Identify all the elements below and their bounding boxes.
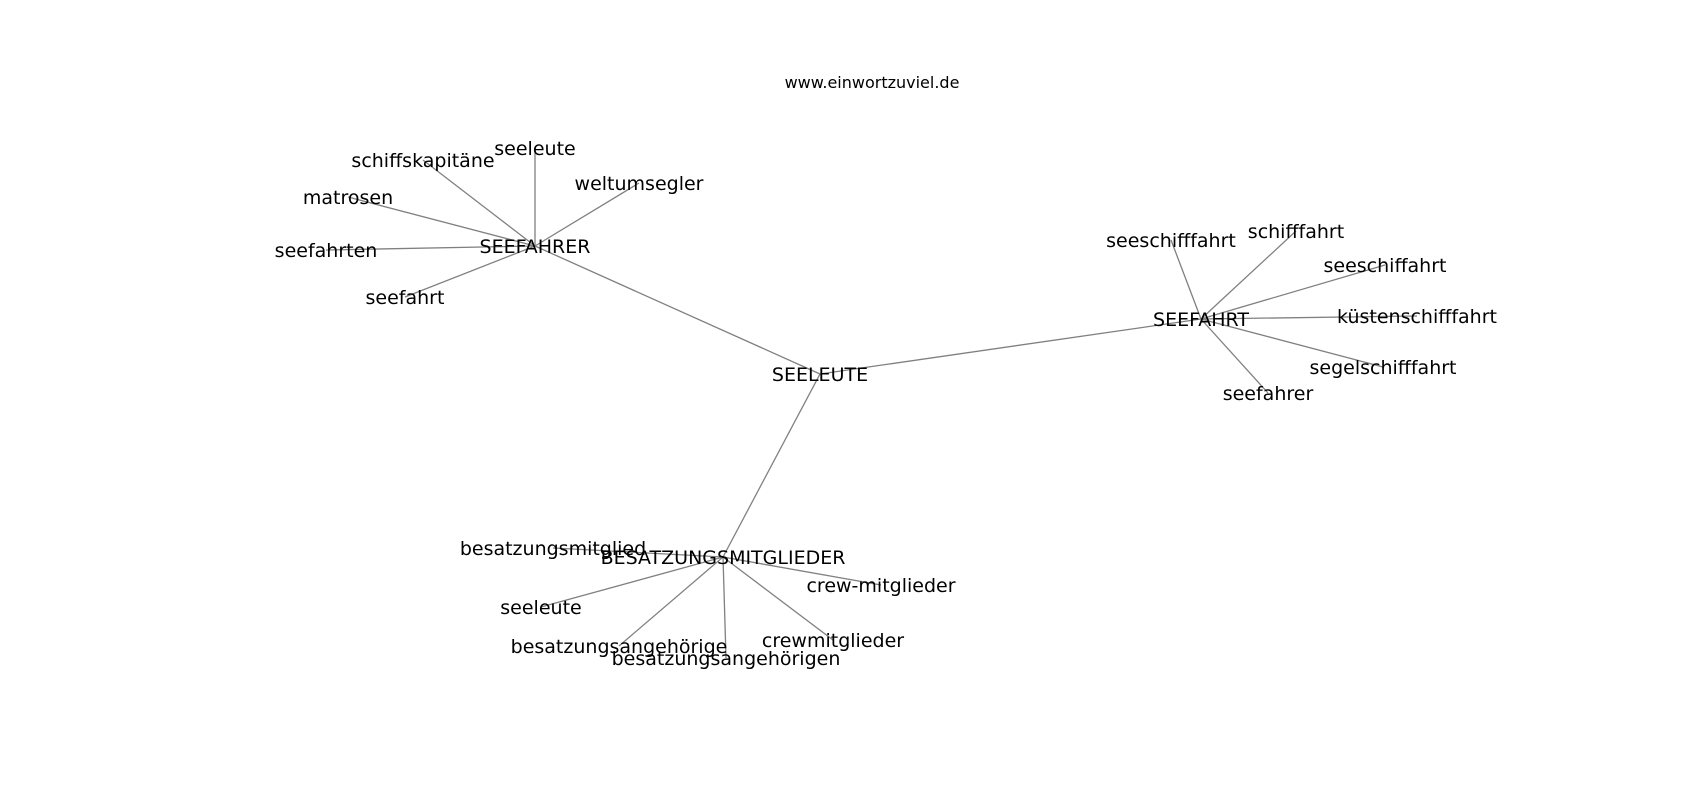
edge-seefahrer-weltumsegler (534, 182, 640, 247)
leaf-node-seefahrer-schiffskapitaene: schiffskapitäne (351, 150, 494, 172)
edge-seeleute-center-seefahrt-hub (819, 318, 1202, 375)
hub-node-besatzungsmitglieder: BESATZUNGSMITGLIEDER (601, 547, 846, 569)
hub-node-seeleute-center: SEELEUTE (772, 364, 868, 386)
leaf-node-besatzungsmitglieder-crew-mitglieder: crew-mitglieder (806, 575, 955, 597)
edge-besatzungsmitglieder-crew-mitglieder (722, 556, 882, 586)
node-labels: SEELEUTESEEFAHRERschiffskapitäneseeleute… (275, 138, 1497, 670)
edge-seeleute-center-besatzungsmitglieder (722, 373, 821, 558)
edge-besatzungsmitglieder-seeleute (540, 556, 724, 608)
edge-seefahrt-hub-schifffahrt (1200, 230, 1297, 320)
edge-seefahrer-seefahrten (325, 245, 536, 251)
edge-seefahrer-matrosen (347, 196, 536, 247)
leaf-node-seefahrer-seefahrten: seefahrten (275, 240, 378, 262)
site-title: www.einwortzuviel.de (785, 73, 960, 92)
hub-node-seefahrt-hub: SEEFAHRT (1153, 309, 1249, 331)
leaf-node-seefahrer-matrosen: matrosen (303, 187, 393, 209)
leaf-node-besatzungsmitglieder-besatzungsangehoerigen: besatzungsangehörigen (612, 648, 841, 670)
leaf-node-besatzungsmitglieder-besatzungsangehoerige: besatzungsangehörige (511, 636, 728, 658)
edge-seefahrer-seefahrt (404, 245, 536, 298)
leaf-node-seefahrt-hub-seefahrer: seefahrer (1223, 383, 1314, 405)
leaf-node-seefahrt-hub-kuestenschifffahrt: küstenschifffahrt (1337, 306, 1497, 328)
leaf-node-seefahrer-seefahrt: seefahrt (366, 287, 445, 309)
edge-besatzungsmitglieder-besatzungsangehoerigen (722, 556, 727, 659)
edge-seefahrt-hub-seefahrer (1200, 318, 1269, 394)
leaf-node-seefahrer-seeleute: seeleute (494, 138, 575, 160)
edge-seefahrt-hub-segelschifffahrt (1200, 318, 1384, 368)
edge-seefahrt-hub-seeschifffahrt (1170, 239, 1202, 320)
edge-besatzungsmitglieder-crewmitglieder (722, 556, 834, 641)
leaf-node-seefahrt-hub-segelschifffahrt: segelschifffahrt (1309, 357, 1456, 379)
hub-node-seefahrer: SEEFAHRER (480, 236, 591, 258)
edge-seefahrt-hub-seeschiffahrt (1200, 264, 1386, 320)
edge-besatzungsmitglieder-besatzungsangehoerige (618, 556, 724, 647)
leaf-node-seefahrt-hub-seeschiffahrt: seeschiffahrt (1324, 255, 1447, 277)
leaf-node-seefahrer-weltumsegler: weltumsegler (575, 173, 704, 195)
edges (325, 148, 1418, 659)
edge-besatzungsmitglieder-besatzungsmitglied (552, 547, 724, 558)
edge-seefahrt-hub-kuestenschifffahrt (1200, 315, 1418, 320)
leaf-node-seefahrt-hub-schifffahrt: schifffahrt (1248, 221, 1344, 243)
leaf-node-besatzungsmitglieder-seeleute: seeleute (500, 597, 581, 619)
leaf-node-besatzungsmitglieder-besatzungsmitglied: besatzungsmitglied (460, 538, 646, 560)
leaf-node-seefahrt-hub-seeschifffahrt: seeschifffahrt (1106, 230, 1236, 252)
leaf-node-besatzungsmitglieder-crewmitglieder: crewmitglieder (762, 630, 904, 652)
edge-seeleute-center-seefahrer (534, 245, 821, 375)
edge-seefahrer-schiffskapitaene (422, 159, 536, 247)
